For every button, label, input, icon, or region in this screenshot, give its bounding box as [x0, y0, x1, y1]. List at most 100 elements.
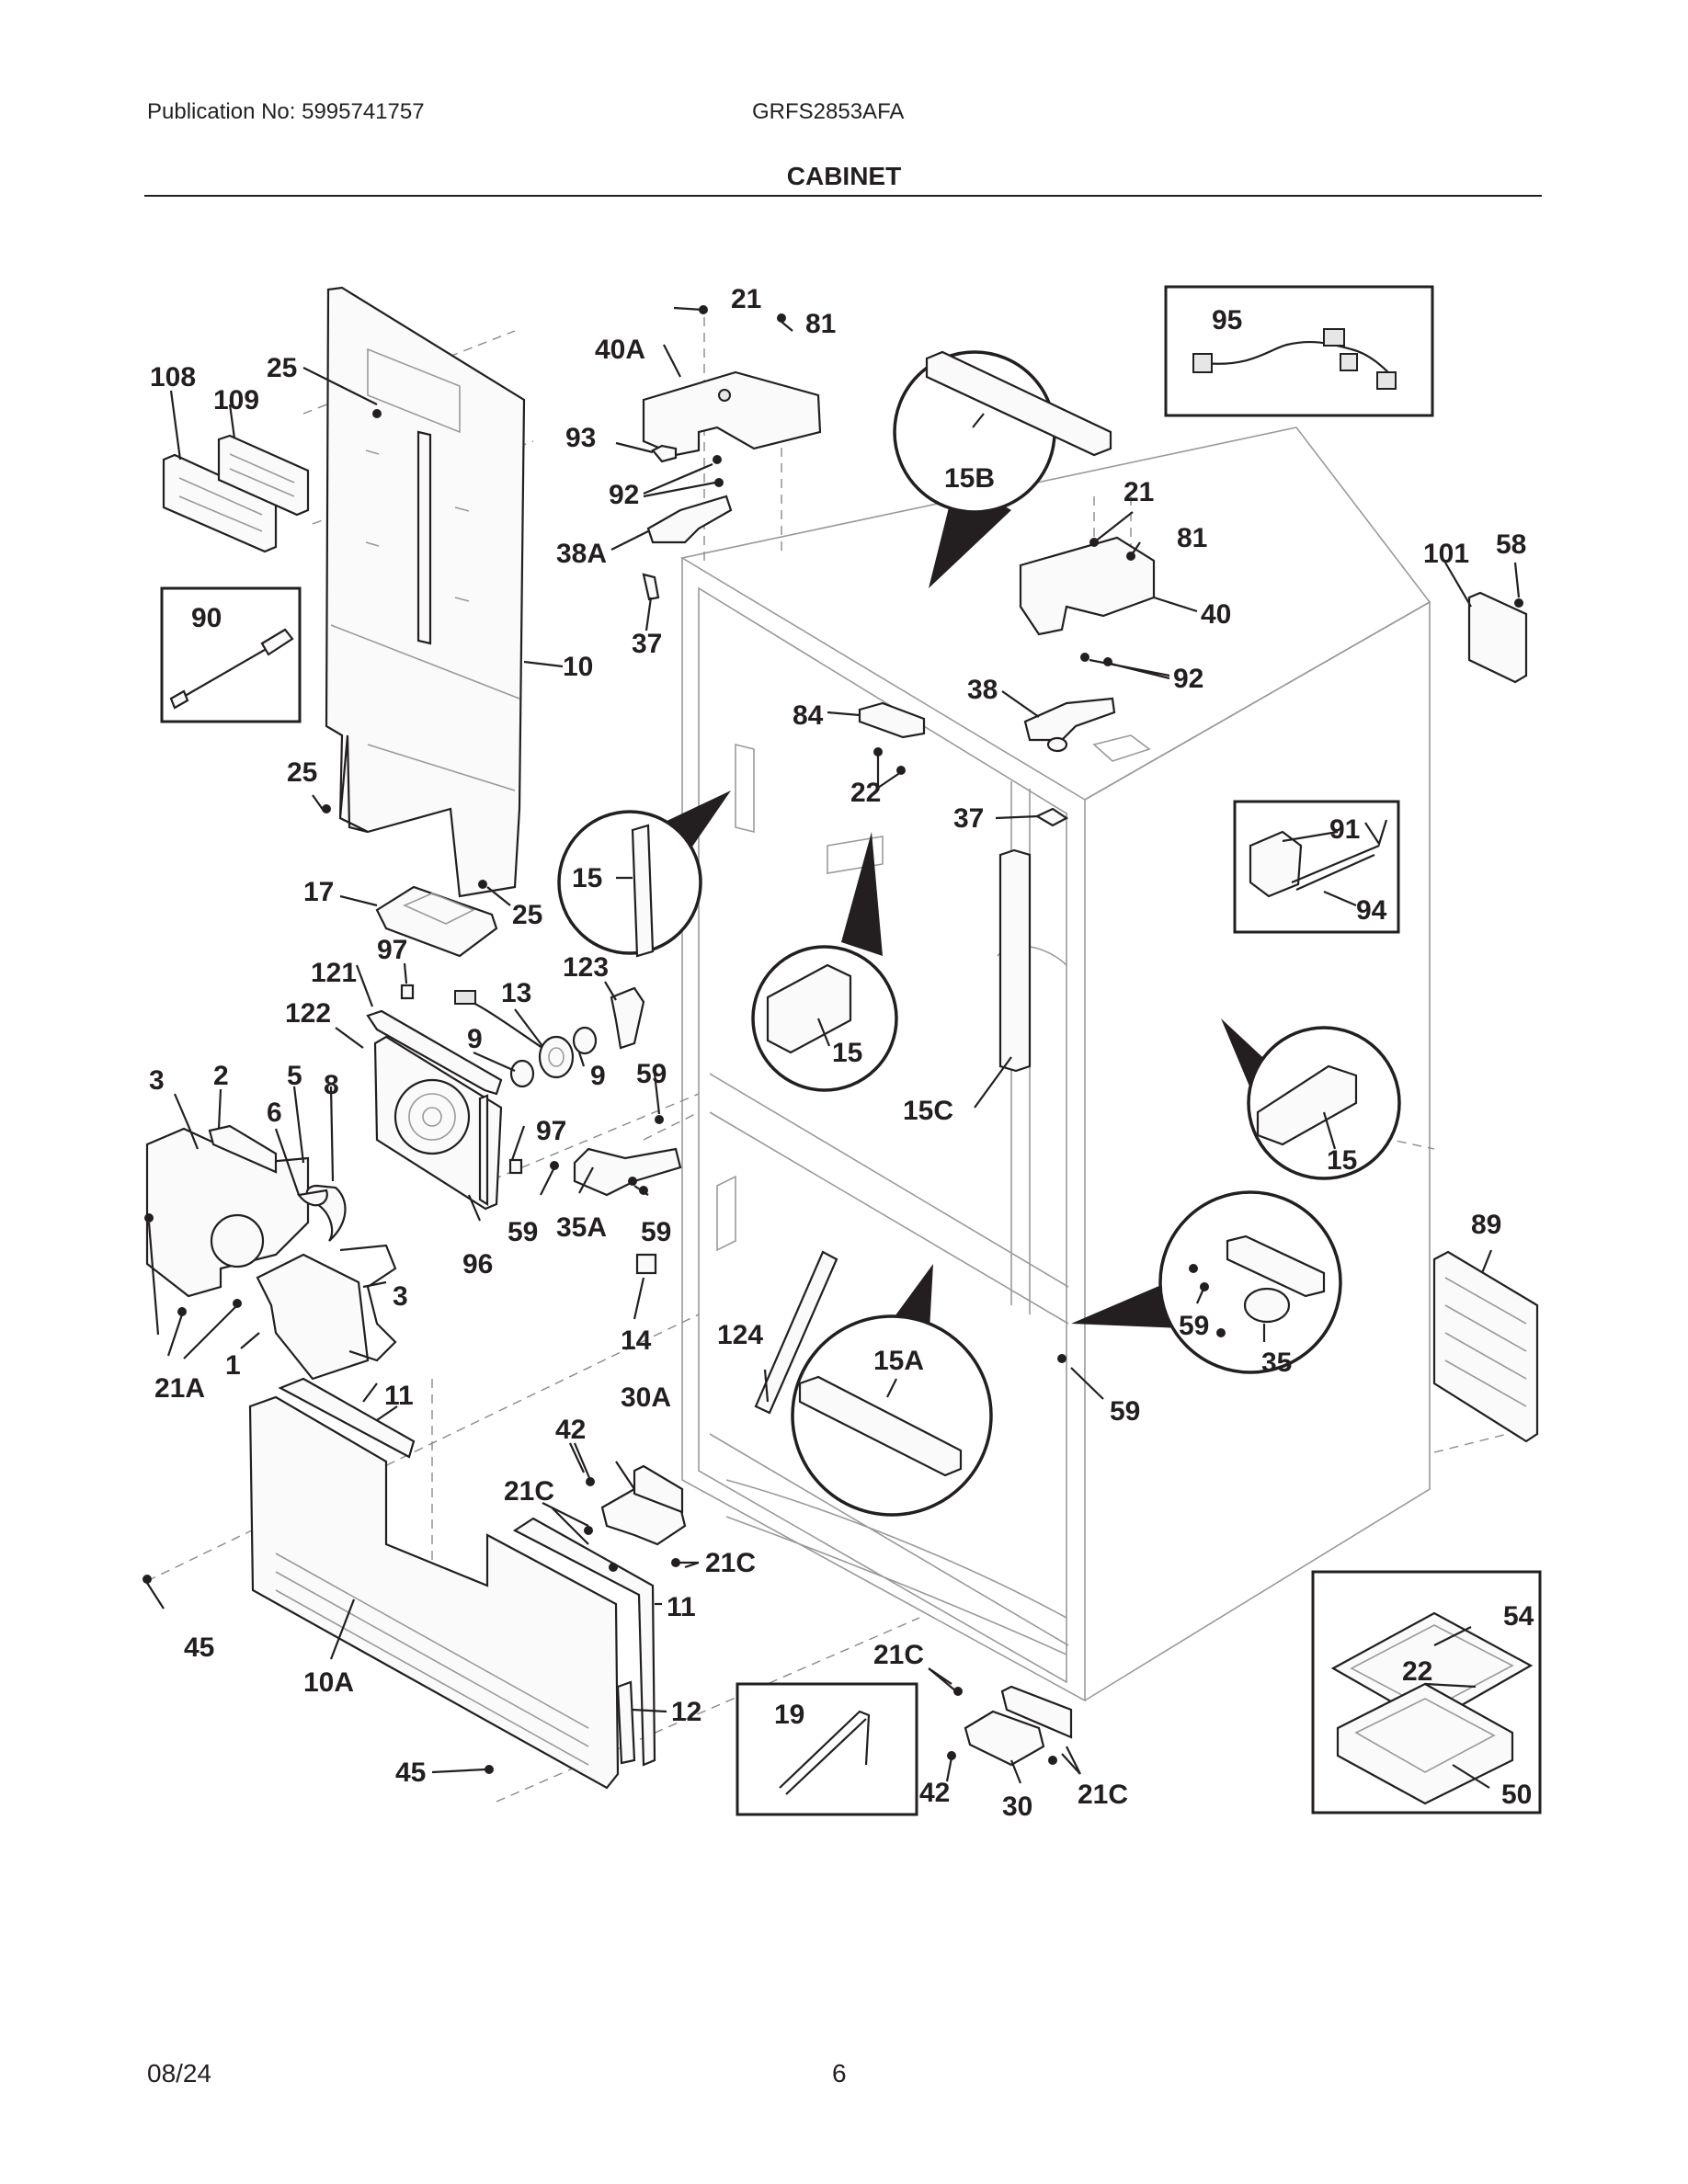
callout-21C: 21C — [1078, 1780, 1128, 1810]
callout-6: 6 — [267, 1098, 282, 1128]
callout-38: 38 — [967, 675, 998, 705]
callout-108: 108 — [150, 362, 196, 392]
part-38-pin — [1046, 736, 1068, 753]
callout-81: 81 — [805, 309, 836, 339]
detail-35 — [1071, 1190, 1342, 1374]
part-evaporator-cover — [325, 286, 526, 898]
part-90-box — [160, 586, 302, 723]
callout-124: 124 — [717, 1320, 763, 1350]
part-left-duct-assembly — [145, 1124, 397, 1381]
part-30-plate — [1000, 1685, 1073, 1739]
callout-5: 5 — [287, 1061, 302, 1091]
part-38A-hinge — [646, 495, 733, 544]
callout-38A: 38A — [556, 539, 607, 569]
callout-96: 96 — [462, 1249, 493, 1280]
part-89-grille — [1432, 1250, 1539, 1443]
part-19-box — [736, 1682, 918, 1816]
callout-35: 35 — [1261, 1348, 1292, 1378]
detail-15-c — [1221, 1018, 1401, 1180]
callout-22: 22 — [850, 778, 881, 808]
callout-8: 8 — [324, 1070, 339, 1100]
part-89-slots — [1444, 1277, 1527, 1407]
callout-25: 25 — [267, 353, 297, 383]
callout-81: 81 — [1177, 523, 1207, 553]
callout-59: 59 — [508, 1217, 538, 1247]
callout-19: 19 — [774, 1700, 804, 1730]
callout-3: 3 — [393, 1281, 408, 1312]
part-84 — [858, 701, 926, 739]
part-fan-housing — [366, 1009, 503, 1211]
callout-11: 11 — [384, 1381, 414, 1411]
section-title: CABINET — [786, 162, 902, 190]
callout-11: 11 — [667, 1592, 696, 1622]
callout-3: 3 — [149, 1065, 165, 1096]
part-97-a — [400, 984, 415, 1000]
callout-89: 89 — [1471, 1210, 1501, 1240]
callout-21C: 21C — [873, 1640, 924, 1670]
part-30-hinge — [964, 1710, 1045, 1767]
callout-121: 121 — [311, 958, 357, 988]
callout-37: 37 — [632, 629, 662, 659]
callout-22: 22 — [1402, 1656, 1432, 1687]
callout-40A: 40A — [595, 335, 645, 365]
detail-15B — [893, 350, 1112, 588]
part-control-housing — [162, 434, 310, 553]
callout-30: 30 — [1002, 1792, 1032, 1822]
publication-number: Publication No: 5995741757 — [147, 99, 425, 124]
callout-97: 97 — [377, 935, 407, 965]
callout-59: 59 — [1179, 1311, 1209, 1341]
callout-10: 10 — [563, 652, 593, 682]
part-95-box — [1164, 285, 1434, 417]
callout-40: 40 — [1201, 599, 1231, 630]
part-40A-cover — [642, 370, 822, 457]
callout-1: 1 — [225, 1350, 241, 1381]
callout-9: 9 — [590, 1061, 606, 1091]
detail-15-a — [557, 791, 731, 958]
part-12 — [616, 1680, 636, 1765]
callout-45: 45 — [395, 1757, 426, 1788]
part-97-b — [508, 1158, 523, 1175]
callout-59: 59 — [636, 1059, 667, 1089]
callout-92: 92 — [609, 480, 639, 510]
detail-15-b — [751, 832, 898, 1092]
callout-92: 92 — [1173, 664, 1203, 694]
cabinet-body — [679, 427, 1431, 1702]
callout-10A: 10A — [303, 1667, 354, 1698]
callout-37: 37 — [953, 803, 984, 834]
callout-123: 123 — [563, 952, 609, 983]
part-15C-strip — [998, 848, 1032, 1073]
part-54-50-box — [1311, 1570, 1542, 1814]
callout-21: 21 — [731, 284, 761, 314]
part-101 — [1467, 591, 1528, 684]
part-14 — [635, 1253, 657, 1275]
part-17-inner — [403, 893, 475, 925]
callout-84: 84 — [793, 700, 824, 731]
part-124-shelf — [754, 1250, 838, 1415]
callout-2: 2 — [213, 1061, 229, 1091]
part-35A-bracket — [573, 1147, 682, 1197]
callout-42: 42 — [555, 1415, 586, 1445]
callout-122: 122 — [285, 998, 331, 1029]
callout-21A: 21A — [154, 1373, 205, 1404]
callout-15C: 15C — [903, 1096, 953, 1126]
part-30A-plate — [633, 1464, 684, 1514]
callout-91: 91 — [1329, 814, 1360, 845]
callout-45: 45 — [184, 1632, 214, 1663]
callout-50: 50 — [1501, 1780, 1532, 1810]
callout-9: 9 — [467, 1024, 483, 1054]
part-11-gasket-a — [278, 1377, 416, 1459]
leader-lines — [146, 306, 1521, 1789]
callout-13: 13 — [501, 978, 531, 1008]
footer-date: 08/24 — [147, 2059, 212, 2087]
callout-21: 21 — [1123, 477, 1154, 507]
callout-15: 15 — [1327, 1145, 1357, 1176]
callout-59: 59 — [641, 1217, 671, 1247]
callout-15A: 15A — [873, 1346, 924, 1376]
callout-21C: 21C — [705, 1548, 756, 1578]
callout-14: 14 — [621, 1325, 652, 1356]
callout-109: 109 — [213, 385, 259, 415]
part-93 — [651, 444, 678, 463]
part-10A-rear-panel — [248, 1395, 620, 1790]
callout-25: 25 — [512, 900, 542, 930]
